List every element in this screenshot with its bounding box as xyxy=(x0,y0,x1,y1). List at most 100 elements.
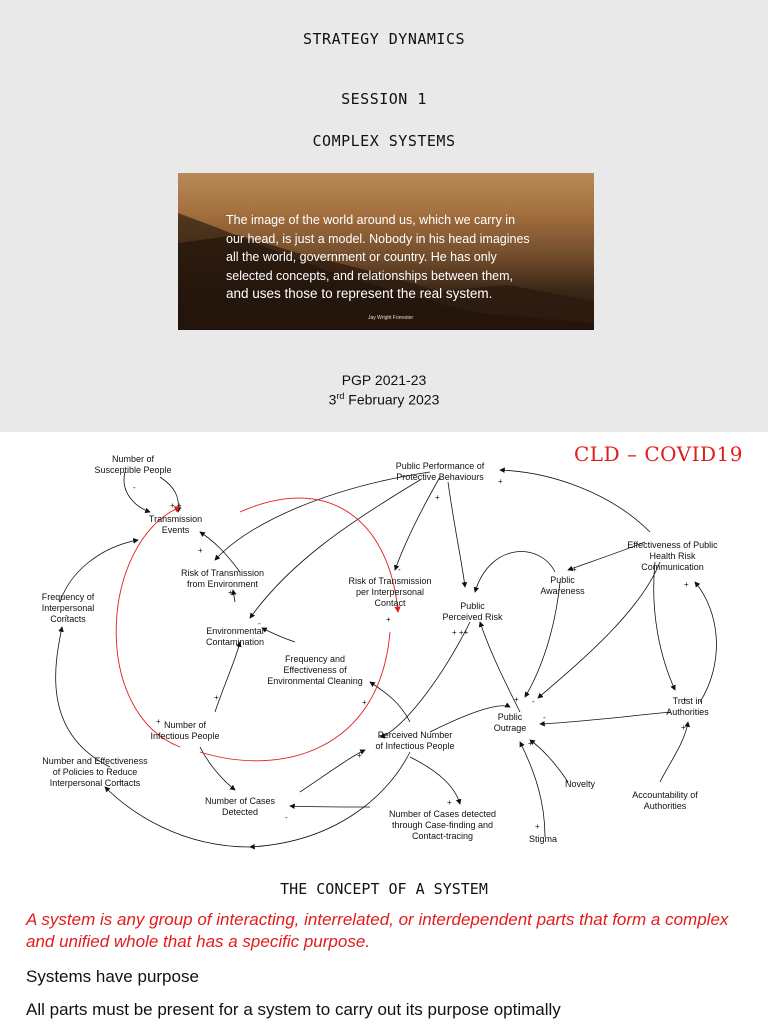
cld-slide: + + - + + - + - + - + + + ++ + - + - + +… xyxy=(0,432,768,872)
svg-text:+: + xyxy=(572,565,577,574)
svg-text:+: + xyxy=(447,798,452,807)
concept-slide: THE CONCEPT OF A SYSTEM A system is any … xyxy=(0,872,768,1024)
date-rest: February 2023 xyxy=(344,391,440,408)
node-label: Interpersonal xyxy=(41,603,95,613)
node-novelty: Novelty xyxy=(550,779,610,790)
node-risk-contact: Risk of Transmission per Interpersonal C… xyxy=(330,576,450,609)
node-label: Risk of Transmission xyxy=(180,568,265,578)
node-public-outrage: Public Outrage xyxy=(480,712,540,734)
batch-label: PGP 2021-23 xyxy=(341,372,427,388)
node-label: Outrage xyxy=(493,723,527,733)
node-label: Contacts xyxy=(50,614,86,624)
svg-text:+: + xyxy=(214,693,219,702)
node-label: Contact-tracing xyxy=(411,831,474,841)
node-label: Awareness xyxy=(540,586,585,596)
node-cases-detected: Number of Cases Detected xyxy=(190,796,290,818)
quote-line: selected concepts, and relationships bet… xyxy=(226,268,513,283)
mountain-landscape xyxy=(178,213,594,330)
node-label: Infectious People xyxy=(150,731,220,741)
svg-text:+: + xyxy=(535,822,540,831)
node-label: Frequency and xyxy=(284,654,346,664)
node-environmental-cleaning: Frequency and Effectiveness of Environme… xyxy=(250,654,380,687)
quote-author: Jay Wright Forrester xyxy=(368,315,414,321)
node-label: Effectiveness of xyxy=(283,665,347,675)
node-label: Environmental Cleaning xyxy=(267,676,363,686)
node-label: per Interpersonal xyxy=(355,587,425,597)
node-public-performance: Public Performance of Protective Behavio… xyxy=(370,461,510,483)
node-frequency-contacts: Frequency of Interpersonal Contacts xyxy=(18,592,118,625)
node-label: Authorities xyxy=(643,801,687,811)
node-label: Trust in xyxy=(672,696,703,706)
node-label: of Policies to Reduce xyxy=(52,767,138,777)
svg-text:+: + xyxy=(498,477,503,486)
svg-text:+: + xyxy=(514,695,519,704)
quote-line: all the world, government or country. He… xyxy=(226,250,497,264)
svg-text:-: - xyxy=(532,697,535,706)
svg-text:+: + xyxy=(386,615,391,624)
node-label: Number of Cases xyxy=(204,796,276,806)
node-label: Transmission xyxy=(148,514,203,524)
node-label: through Case-finding and xyxy=(391,820,494,830)
node-label: Novelty xyxy=(564,779,595,789)
svg-text:+: + xyxy=(357,751,362,760)
date-suffix: rd xyxy=(336,391,345,401)
node-label: Health Risk xyxy=(649,551,696,561)
node-public-awareness: Public Awareness xyxy=(525,575,600,597)
node-label: Accountability of xyxy=(632,790,698,800)
svg-text:-: - xyxy=(258,619,261,628)
node-label: Detected xyxy=(221,807,259,817)
svg-text:+: + xyxy=(684,580,689,589)
node-accountability: Accountability of Authorities xyxy=(615,790,715,812)
node-label: Interpersonal Contacts xyxy=(49,778,141,788)
svg-text:+: + xyxy=(228,588,233,597)
cld-title: CLD – COVID19 xyxy=(574,442,744,466)
node-policies: Number and Effectiveness of Policies to … xyxy=(20,756,170,789)
node-label: Number of xyxy=(111,454,155,464)
node-label: Public xyxy=(497,712,523,722)
node-risk-environment: Risk of Transmission from Environment xyxy=(160,568,285,590)
node-label: of Infectious People xyxy=(375,741,455,751)
bullet-parts: All parts must be present for a system t… xyxy=(26,1000,561,1019)
node-perceived-risk: Public Perceived Risk xyxy=(425,601,520,623)
node-label: Events xyxy=(161,525,190,535)
session-label: SESSION 1 xyxy=(341,90,427,108)
node-transmission-events: Transmission Events xyxy=(128,514,223,536)
node-label: Number of Cases detected xyxy=(388,809,497,819)
node-label: Authorities xyxy=(666,707,709,717)
date-label: 3rd February 2023 xyxy=(0,391,768,408)
node-trust-authorities: Trust in Authorities xyxy=(650,696,725,718)
node-label: Public xyxy=(550,575,575,585)
topic-title: COMPLEX SYSTEMS xyxy=(312,132,456,150)
svg-text:+: + xyxy=(682,695,687,704)
svg-text:-: - xyxy=(133,483,136,492)
svg-text:+: + xyxy=(118,777,123,786)
node-label: Frequency of xyxy=(41,592,95,602)
node-perceived-number: Perceived Number of Infectious People xyxy=(355,730,475,752)
concept-title: THE CONCEPT OF A SYSTEM xyxy=(280,880,488,898)
svg-text:+ ++: + ++ xyxy=(452,628,469,637)
node-label: Perceived Risk xyxy=(442,612,503,622)
node-stigma: Stigma xyxy=(518,834,568,845)
node-label: Perceived Number xyxy=(377,730,453,740)
node-label: Number of xyxy=(163,720,207,730)
title-slide: STRATEGY DYNAMICS SESSION 1 COMPLEX SYST… xyxy=(0,0,768,432)
svg-text:+: + xyxy=(528,739,533,748)
node-label: Public Performance of xyxy=(395,461,485,471)
svg-text:+: + xyxy=(362,698,367,707)
node-label: Effectiveness of Public xyxy=(627,540,718,550)
svg-text:+: + xyxy=(435,493,440,502)
svg-text:+: + xyxy=(198,546,203,555)
quote-line: The image of the world around us, which … xyxy=(226,213,516,227)
node-label: Public xyxy=(460,601,485,611)
system-definition: A system is any group of interacting, in… xyxy=(26,910,729,951)
node-label: Contamination xyxy=(205,637,265,647)
node-case-finding: Number of Cases detected through Case-fi… xyxy=(370,809,515,842)
svg-text:+ +: + + xyxy=(170,501,182,510)
node-label: Environmental xyxy=(206,626,264,636)
svg-text:-: - xyxy=(398,565,401,574)
course-title: STRATEGY DYNAMICS xyxy=(302,30,466,48)
svg-text:-: - xyxy=(65,611,68,620)
svg-text:-: - xyxy=(285,813,288,822)
node-susceptible-people: Number of Susceptible People xyxy=(78,454,188,476)
node-infectious-people: Number of Infectious People xyxy=(130,720,240,742)
